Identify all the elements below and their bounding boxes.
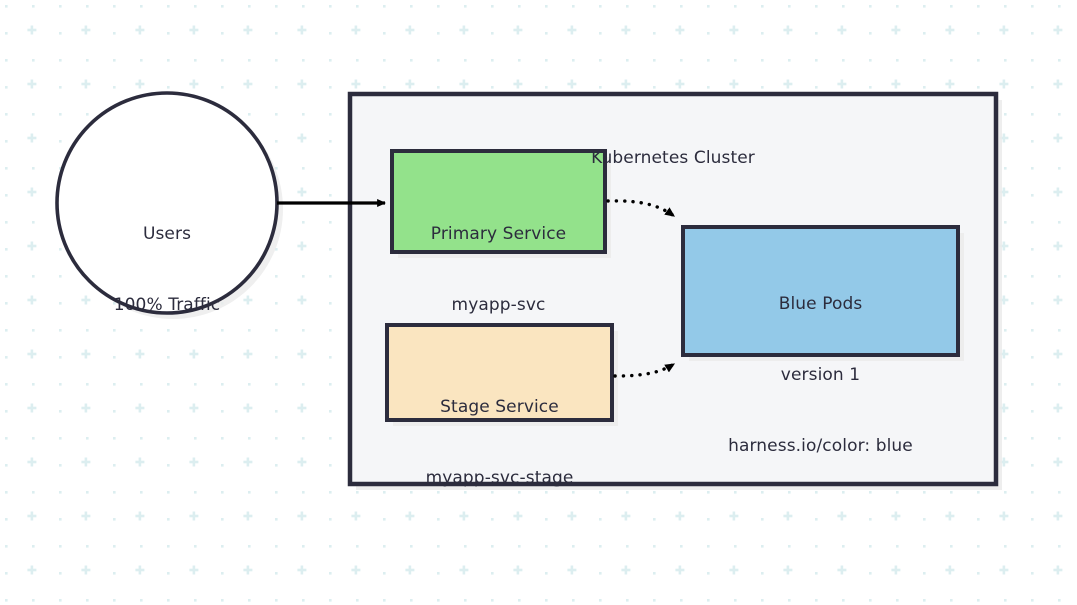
- primary-service-node-label: Primary Service myapp-svc: [392, 175, 605, 342]
- primary-service-label-line-2: myapp-svc: [451, 294, 546, 315]
- primary-service-label-line-1: Primary Service: [430, 223, 567, 244]
- users-node-label: Users 100% Traffic: [57, 175, 277, 342]
- users-label-line-1: Users: [142, 223, 192, 244]
- stage-service-label-line-1: Stage Service: [440, 396, 559, 417]
- blue-pods-label-line-3: harness.io/color: blue: [728, 436, 913, 457]
- stage-service-label-line-2: myapp-svc-stage: [425, 467, 574, 488]
- users-label-line-2: 100% Traffic: [113, 294, 221, 315]
- blue-pods-node-label: Blue Pods version 1 harness.io/color: bl…: [683, 245, 958, 483]
- blue-pods-label-line-1: Blue Pods: [778, 293, 863, 314]
- cluster-title-text: Kubernetes Cluster: [591, 147, 755, 168]
- blue-pods-label-line-2: version 1: [780, 364, 861, 385]
- stage-service-node-label: Stage Service myapp-svc-stage: [387, 348, 612, 515]
